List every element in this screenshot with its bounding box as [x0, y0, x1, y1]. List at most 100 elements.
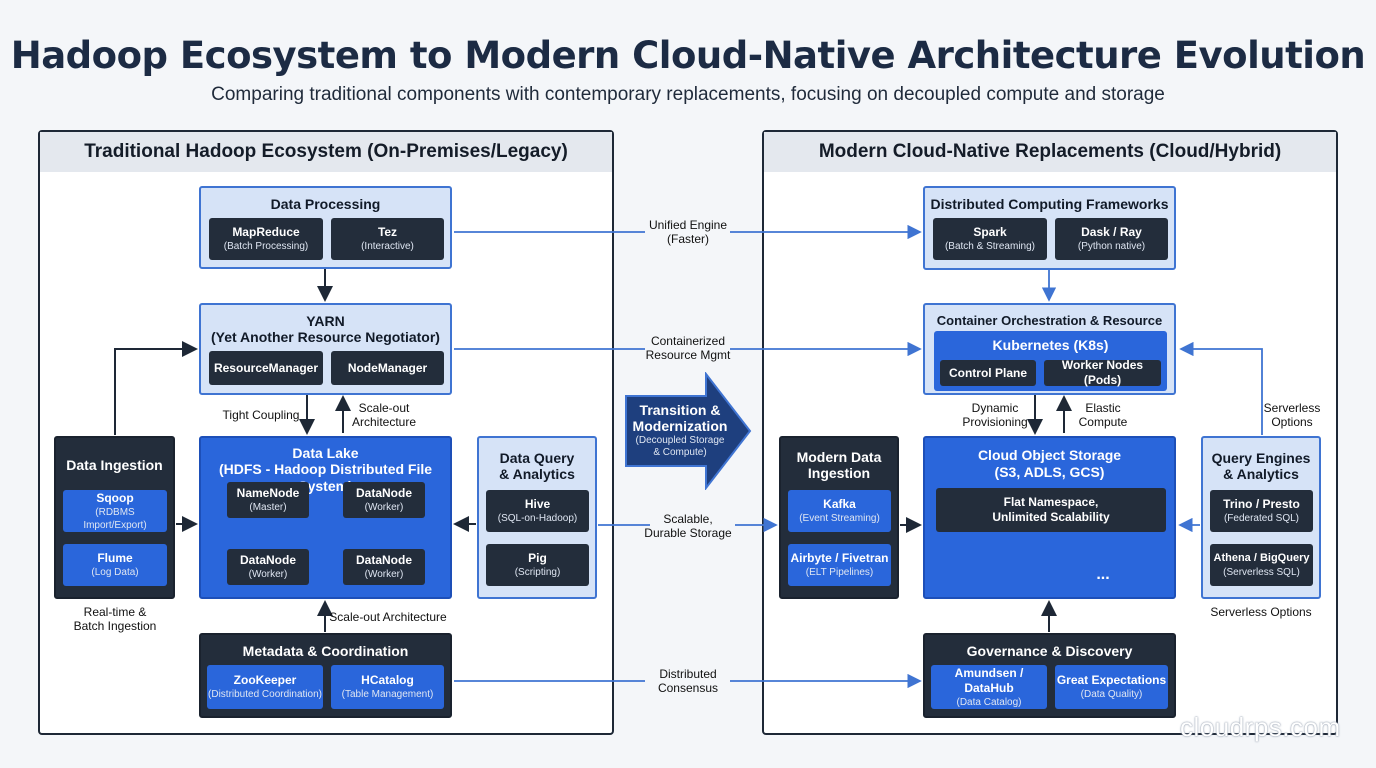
elastic-label-2: Compute [1078, 415, 1128, 429]
unified-engine-label-2: (Faster) [667, 232, 709, 246]
data-processing-box: Data Processing MapReduce (Batch Process… [199, 186, 452, 269]
serverless-top-label-2: Options [1271, 415, 1313, 429]
flume-sub: (Log Data) [91, 567, 139, 578]
realtime-label-1: Real-time & [83, 605, 147, 619]
spark-sub: (Batch & Streaming) [944, 241, 1036, 252]
great-expectations-name: Great Expectations [1056, 673, 1167, 687]
namenode-name: NameNode [236, 486, 300, 500]
pig-sub: (Scripting) [514, 567, 561, 578]
airbyte-name: Airbyte / Fivetran [790, 551, 889, 565]
athena-name: Athena / BigQuery [1213, 552, 1310, 564]
resourcemanager-chip: ResourceManager [209, 351, 323, 385]
tez-chip: Tez (Interactive) [331, 218, 444, 260]
distributed-label-2: Consensus [657, 681, 719, 695]
pig-chip: Pig (Scripting) [486, 544, 589, 586]
watermark: cloudrps.com [1180, 712, 1341, 742]
frameworks-title: Distributed Computing Frameworks [930, 196, 1169, 212]
namenode-chip: NameNode (Master) [227, 482, 309, 518]
modern-ingestion-box: Modern Data Ingestion Kafka (Event Strea… [779, 436, 899, 599]
datanode-3-sub: (Worker) [364, 569, 404, 580]
datanode-chip-2: DataNode (Worker) [227, 549, 309, 585]
mapreduce-chip: MapReduce (Batch Processing) [209, 218, 323, 260]
pig-name: Pig [528, 551, 547, 565]
data-lake-box: Data Lake (HDFS - Hadoop Distributed Fil… [199, 436, 452, 599]
data-processing-title: Data Processing [270, 196, 381, 212]
data-lake-title-line2: (HDFS - Hadoop Distributed File System) [218, 461, 433, 494]
mapreduce-sub: (Batch Processing) [223, 241, 309, 252]
data-query-title-line2: & Analytics [499, 466, 575, 482]
great-expectations-chip: Great Expectations (Data Quality) [1055, 665, 1168, 709]
zookeeper-name: ZooKeeper [233, 673, 297, 687]
transition-label-1: Transition & [639, 402, 721, 418]
yarn-title-line1: YARN [306, 313, 345, 329]
spark-name: Spark [973, 225, 1007, 239]
yarn-box: YARN (Yet Another Resource Negotiator) R… [199, 303, 452, 395]
governance-title: Governance & Discovery [966, 643, 1133, 659]
metadata-box: Metadata & Coordination ZooKeeper (Distr… [199, 633, 452, 718]
flat-namespace-line2: Unlimited Scalability [992, 510, 1110, 524]
data-ingestion-title: Data Ingestion [66, 457, 163, 473]
nodemanager-chip: NodeManager [331, 351, 444, 385]
distributed-label-1: Distributed [659, 667, 717, 681]
data-query-box: Data Query & Analytics Hive (SQL-on-Hado… [477, 436, 597, 599]
hive-chip: Hive (SQL-on-Hadoop) [486, 490, 589, 532]
flume-name: Flume [97, 551, 133, 565]
frameworks-box: Distributed Computing Frameworks Spark (… [923, 186, 1176, 270]
flume-chip: Flume (Log Data) [63, 544, 167, 586]
kubernetes-box: Kubernetes (K8s) Control Plane Worker No… [934, 331, 1167, 391]
scale-out-label-2: Architecture [351, 415, 417, 429]
governance-box: Governance & Discovery Amundsen / DataHu… [923, 633, 1176, 718]
zookeeper-chip: ZooKeeper (Distributed Coordination) [207, 665, 323, 709]
trino-chip: Trino / Presto (Federated SQL) [1210, 490, 1313, 532]
yarn-title-line2: (Yet Another Resource Negotiator) [211, 329, 440, 345]
datanode-1-sub: (Worker) [364, 502, 404, 513]
athena-chip: Athena / BigQuery (Serverless SQL) [1210, 544, 1313, 586]
orchestration-box: Container Orchestration & Resource Mgmt … [923, 303, 1176, 395]
worker-nodes-name: Worker Nodes (Pods) [1061, 358, 1144, 387]
spark-chip: Spark (Batch & Streaming) [933, 218, 1047, 260]
sqoop-chip: Sqoop (RDBMS Import/Export) [63, 490, 167, 532]
worker-nodes-chip: Worker Nodes (Pods) [1044, 358, 1161, 387]
amundsen-chip: Amundsen / DataHub (Data Catalog) [931, 665, 1047, 709]
athena-sub: (Serverless SQL) [1223, 567, 1300, 578]
hcatalog-sub: (Table Management) [341, 689, 434, 700]
control-plane-name: Control Plane [948, 365, 1027, 380]
kafka-name: Kafka [823, 497, 856, 511]
data-lake-title-line1: Data Lake [292, 445, 359, 461]
resourcemanager-name: ResourceManager [213, 360, 319, 375]
flat-namespace-chip: Flat Namespace, Unlimited Scalability [936, 488, 1166, 532]
airbyte-chip: Airbyte / Fivetran (ELT Pipelines) [788, 544, 891, 586]
scalable-label-1: Scalable, [663, 512, 713, 526]
kubernetes-title: Kubernetes (K8s) [992, 337, 1109, 353]
transition-arrow-icon [625, 372, 752, 490]
query-engines-box: Query Engines & Analytics Trino / Presto… [1201, 436, 1321, 599]
page-subtitle: Comparing traditional components with co… [211, 84, 1165, 105]
flat-namespace-line1: Flat Namespace, [1003, 495, 1099, 509]
datanode-1-name: DataNode [355, 486, 412, 500]
sqoop-sub: (RDBMS Import/Export) [83, 506, 147, 531]
metadata-title: Metadata & Coordination [242, 643, 409, 659]
modern-ingestion-title-line2: Ingestion [807, 465, 871, 481]
modern-panel-heading: Modern Cloud-Native Replacements (Cloud/… [764, 132, 1336, 172]
dask-ray-sub: (Python native) [1077, 241, 1146, 252]
hive-sub: (SQL-on-Hadoop) [497, 513, 578, 524]
control-plane-chip: Control Plane [940, 360, 1036, 386]
query-engines-title-line2: & Analytics [1223, 466, 1299, 482]
sqoop-name: Sqoop [96, 490, 134, 505]
hive-name: Hive [524, 497, 551, 511]
kafka-sub: (Event Streaming) [799, 513, 880, 524]
containerized-label-2: Resource Mgmt [645, 348, 731, 362]
containerized-label-1: Containerized [650, 334, 726, 348]
datanode-chip-3: DataNode (Worker) [343, 549, 425, 585]
serverless-top-label-1: Serverless [1263, 401, 1321, 415]
trino-name: Trino / Presto [1223, 497, 1300, 511]
serverless-bottom-label: Serverless Options [1210, 605, 1312, 619]
kafka-chip: Kafka (Event Streaming) [788, 490, 891, 532]
amundsen-name: Amundsen / DataHub [954, 665, 1024, 695]
ingestion-to-yarn-arrow [114, 341, 198, 435]
dynamic-label-1: Dynamic [971, 401, 1019, 415]
cloud-storage-title-line1: Cloud Object Storage [977, 447, 1122, 463]
amundsen-sub: (Data Catalog) [956, 696, 1022, 708]
datanode-3-name: DataNode [355, 553, 412, 567]
elastic-label-1: Elastic [1085, 401, 1121, 415]
